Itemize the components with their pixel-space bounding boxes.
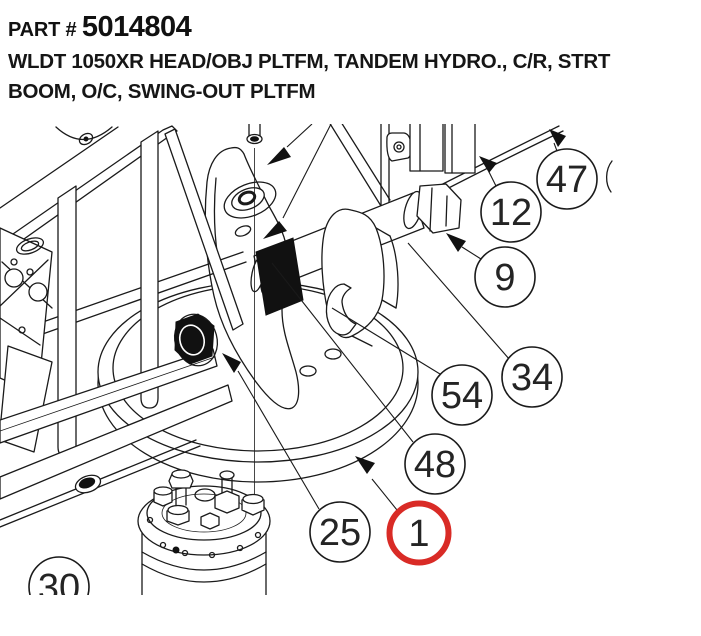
callout-number: 47 <box>546 159 588 201</box>
hex-nut <box>416 183 462 234</box>
callout-number: 1 <box>408 513 429 555</box>
callout-layer: 47 12 9 34 54 48 25 1 30 <box>28 148 598 617</box>
rail-post-2 <box>140 130 159 409</box>
callout-25[interactable]: 25 <box>309 501 371 563</box>
callout-ring[interactable] <box>431 364 493 426</box>
mid-rail <box>0 384 233 500</box>
callout-ring[interactable] <box>28 556 90 617</box>
callout-ring[interactable] <box>404 433 466 495</box>
callout-number: 25 <box>319 512 361 554</box>
callout-48[interactable]: 48 <box>404 433 466 495</box>
callout-number: 34 <box>511 357 553 399</box>
callout-9[interactable]: 9 <box>474 246 536 308</box>
swing-arc <box>432 125 564 195</box>
rest-bar <box>0 348 218 444</box>
callout-1[interactable]: 1 <box>386 500 452 566</box>
rail-brace <box>164 128 244 331</box>
callout-ring[interactable] <box>480 181 542 243</box>
partial-callout-arc <box>605 160 613 193</box>
callout-number: 54 <box>441 375 483 417</box>
clevis-pin-assembly <box>204 146 462 410</box>
callout-ring[interactable] <box>309 501 371 563</box>
cropped-leader-arrows <box>263 124 332 239</box>
part-number-line: PART # 5014804 <box>8 12 610 47</box>
callout-30[interactable]: 30 <box>28 556 90 617</box>
title-block: PART # 5014804 WLDT 1050XR HEAD/OBJ PLTF… <box>8 12 610 107</box>
callout-ring[interactable] <box>474 246 536 308</box>
callout-ring[interactable] <box>501 346 563 408</box>
wear-pad <box>325 283 357 336</box>
callout-number: 12 <box>490 192 532 234</box>
leader-lines <box>222 124 566 511</box>
callout-34[interactable]: 34 <box>501 346 563 408</box>
callout-54[interactable]: 54 <box>431 364 493 426</box>
rubber-pad <box>255 237 304 316</box>
clevis-boss <box>223 181 277 219</box>
pedestal-actuator <box>137 469 271 595</box>
callout-ring[interactable] <box>536 148 598 210</box>
clevis-slot <box>234 225 252 237</box>
highlight-ring[interactable] <box>386 500 452 566</box>
callout-number: 9 <box>494 257 515 299</box>
part-number: 5014804 <box>81 11 192 43</box>
callout-number: 30 <box>38 567 80 609</box>
part-label: PART # <box>8 19 77 41</box>
callout-47[interactable]: 47 <box>536 148 598 210</box>
railing <box>0 125 247 528</box>
part-description-line-1: WLDT 1050XR HEAD/OBJ PLTFM, TANDEM HYDRO… <box>8 50 611 73</box>
callout-12[interactable]: 12 <box>480 181 542 243</box>
boom-fragments <box>329 124 476 209</box>
part-description-line-2: BOOM, O/C, SWING-OUT PLTFM <box>8 80 316 103</box>
callout-number: 48 <box>414 444 456 486</box>
